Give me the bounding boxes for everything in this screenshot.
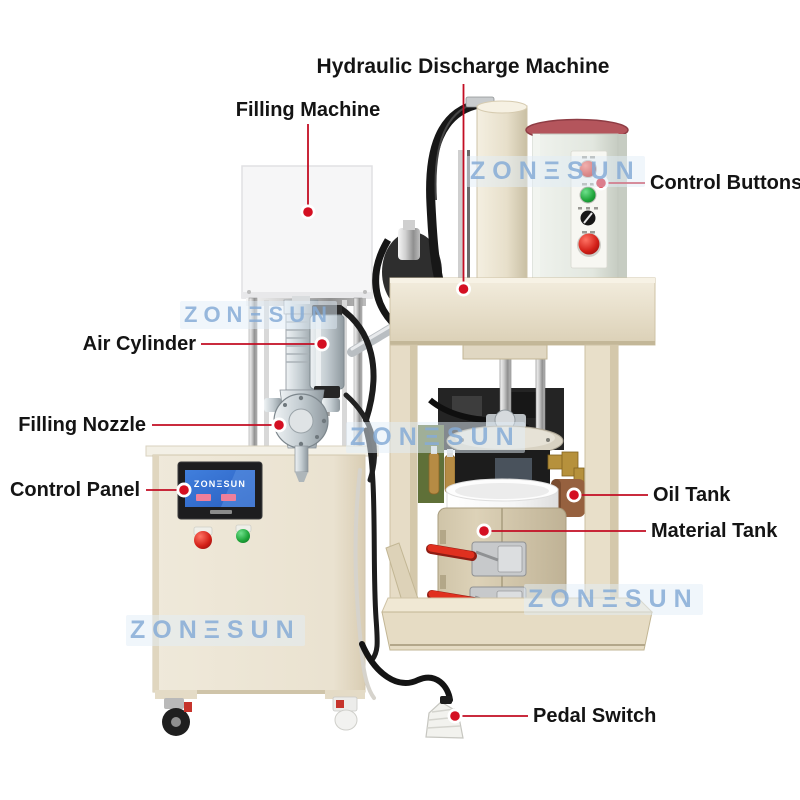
filling-machine: ZONΞSUN [145,165,441,736]
cabinet-buttons [193,524,252,549]
label-pedal-switch: Pedal Switch [533,705,657,727]
filling-machine-head-box [241,165,373,299]
leader-lines [146,84,648,717]
label-control-panel: Control Panel [9,479,140,501]
brass-fittings [547,451,585,483]
label-filling-machine: Filling Machine [235,99,381,121]
pedal-switch-part [359,641,464,739]
label-filling-nozzle: Filling Nozzle [18,414,146,436]
control-panel-touchscreen: ZONΞSUN [177,461,263,520]
zonesun-watermark: ZONΞSUN [180,301,338,329]
label-oil-tank: Oil Tank [653,484,731,506]
right-caster-foot [334,709,358,731]
zonesun-watermark: ZONΞSUN [126,615,305,646]
cabinet-green-button [236,529,250,543]
zonesun-watermark: ZONΞSUN [346,422,525,453]
emergency-stop-button [577,233,601,257]
casters [162,696,358,736]
control-box [525,118,629,279]
run-button [579,186,597,204]
cables [353,427,380,700]
label-air-cylinder: Air Cylinder [82,333,196,355]
hydraulic-cylinder [426,96,528,289]
selector-knob [580,210,596,226]
zonesun-watermark: ZONΞSUN [524,584,703,615]
label-hydraulic-discharge-machine: Hydraulic Discharge Machine [316,55,610,78]
leader-dots [176,175,609,724]
screen-brand-text: ZONΞSUN [194,479,246,489]
label-control-buttons: Control Buttons [650,172,800,194]
label-material-tank: Material Tank [651,520,778,542]
cabinet-red-button [194,531,212,549]
filling-mechanism [264,296,441,483]
zonesun-watermark: ZONΞSUN [466,156,645,187]
filling-nozzle-part [294,445,309,482]
